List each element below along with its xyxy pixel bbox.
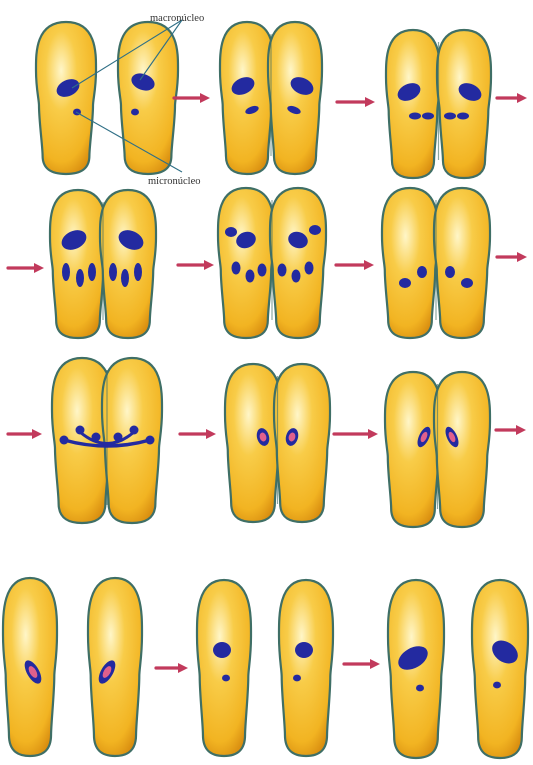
cell-right: [268, 22, 322, 174]
stage-s3: [386, 30, 491, 178]
micronucleus: [293, 675, 301, 682]
chromosome-set: [88, 263, 96, 281]
micronucleus-label: micronúcleo: [148, 176, 200, 187]
arrow-head: [368, 429, 378, 439]
stage-s12: [388, 580, 528, 758]
arrow-9: [180, 429, 216, 439]
cell-left: [197, 580, 251, 756]
arrow-1: [174, 93, 210, 103]
arrow-4: [8, 263, 44, 273]
arrow-head: [365, 97, 375, 107]
cell-left: [50, 190, 106, 338]
migratory-pronucleus: [60, 436, 69, 445]
cell-left: [382, 188, 438, 338]
arrow-2: [337, 97, 375, 107]
arrow-7: [497, 252, 527, 262]
arrow-head: [516, 425, 526, 435]
arrow-11: [496, 425, 526, 435]
stage-s10: [3, 578, 142, 756]
cell-left: [220, 22, 274, 174]
cell-left: [386, 30, 440, 178]
micronucleus-product: [292, 270, 301, 283]
macronucleus: [295, 642, 313, 658]
degenerating-micronucleus: [417, 266, 427, 278]
migratory-pronucleus: [130, 426, 139, 435]
stage-s2: [220, 22, 322, 174]
arrow-13: [344, 659, 380, 669]
micronucleus: [222, 675, 230, 682]
stage-s4: [50, 190, 156, 338]
cell-left: [218, 188, 274, 338]
arrow-8: [8, 429, 42, 439]
stage-s1: [36, 22, 178, 174]
macronucleus-label: macronúcleo: [150, 13, 204, 24]
micronucleus: [493, 682, 501, 689]
chromosome-set: [121, 269, 129, 287]
micronucleus-product: [246, 270, 255, 283]
chromosome-set: [62, 263, 70, 281]
chromosome-set: [109, 263, 117, 281]
stage-s8: [225, 364, 330, 522]
cell-right: [118, 22, 178, 174]
stage-s7: [52, 358, 162, 523]
cell-right: [434, 188, 490, 338]
stage-s11: [197, 580, 333, 756]
arrow-head: [32, 429, 42, 439]
cell-right: [437, 30, 491, 178]
arrow-head: [206, 429, 216, 439]
arrow-6: [336, 260, 374, 270]
micronucleus-right: [131, 109, 139, 116]
cell-right: [270, 188, 326, 338]
micronucleus-product: [278, 264, 287, 277]
cell-right: [274, 364, 330, 522]
arrow-12: [156, 663, 188, 673]
micronucleus-product: [232, 262, 241, 275]
cell-right: [100, 190, 156, 338]
micronucleus-dividing: [457, 113, 469, 120]
cell-right: [472, 580, 528, 758]
migratory-pronucleus: [92, 433, 101, 442]
arrow-head: [204, 260, 214, 270]
micronucleus-dividing: [409, 113, 421, 120]
cell-right: [434, 372, 490, 527]
arrow-head: [200, 93, 210, 103]
cell-left: [388, 580, 444, 758]
arrow-head: [370, 659, 380, 669]
chromosome-set: [76, 269, 84, 287]
migratory-pronucleus: [146, 436, 155, 445]
cell-left: [36, 22, 96, 174]
degenerating-micronucleus: [461, 278, 473, 288]
arrow-head: [364, 260, 374, 270]
arrow-head: [34, 263, 44, 273]
micronucleus-dividing: [422, 113, 434, 120]
cells-layer: [3, 22, 528, 758]
macronucleus: [213, 642, 231, 658]
macronucleus-fragment: [309, 225, 321, 235]
degenerating-micronucleus: [399, 278, 411, 288]
migratory-pronucleus: [76, 426, 85, 435]
micronucleus-product: [305, 262, 314, 275]
migratory-pronucleus: [114, 433, 123, 442]
stage-s6: [382, 188, 490, 338]
micronucleus-dividing: [444, 113, 456, 120]
chromosome-set: [134, 263, 142, 281]
stage-s5: [218, 188, 326, 338]
micronucleus-product: [258, 264, 267, 277]
cell-left: [385, 372, 441, 527]
arrow-head: [517, 252, 527, 262]
cell-left: [225, 364, 281, 522]
stage-s9: [385, 372, 490, 527]
arrow-10: [334, 429, 378, 439]
arrow-head: [517, 93, 527, 103]
arrow-5: [178, 260, 214, 270]
arrow-head: [178, 663, 188, 673]
macronucleus-fragment: [225, 227, 237, 237]
degenerating-micronucleus: [445, 266, 455, 278]
micronucleus: [416, 685, 424, 692]
cell-right: [279, 580, 333, 756]
arrow-3: [497, 93, 527, 103]
